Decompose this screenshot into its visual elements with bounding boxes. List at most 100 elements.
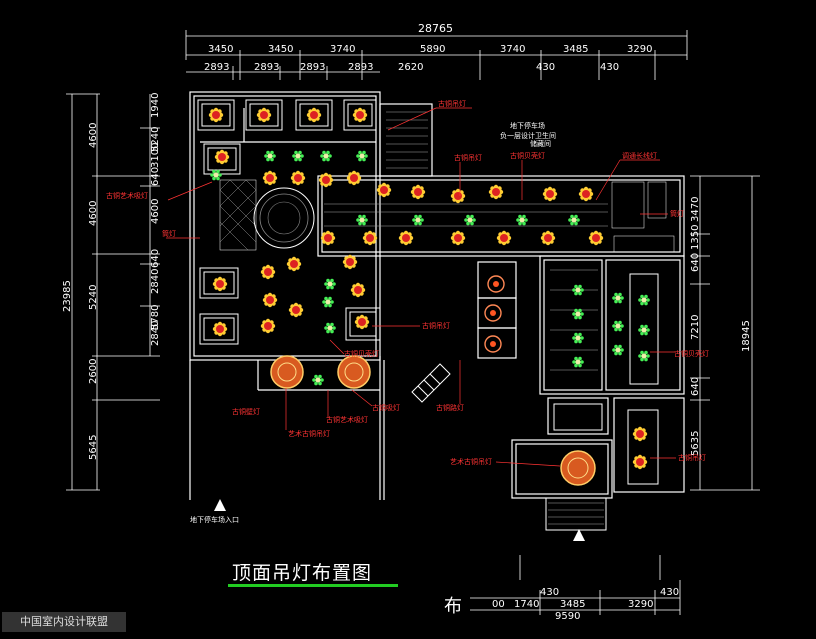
chandelier-icon [346,170,362,186]
dim-left2-value: 4600 [150,199,161,224]
dim-right-value: 7210 [690,315,701,340]
chandelier-icon [450,188,466,204]
label-gutong-diaodeng-2: 古铜吊灯 [454,153,482,162]
fan-lamp-icons [484,275,505,353]
chandelier-icon [212,276,228,292]
label-gutong-diaodeng-4: 古铜吊灯 [678,453,706,462]
label-gutong-yishu-2: 古铜艺术吸灯 [326,415,368,424]
dim-left-value: 4600 [88,123,99,148]
note-restroom: 负一层设计卫生间 [500,131,556,140]
chandelier-icon [286,256,302,272]
dim-top2-value: 2893 [204,62,229,73]
chandelier-icon [290,170,306,186]
building-walls [189,91,685,500]
right-dimension-lines [690,175,760,491]
green-lamp-icon [324,278,336,290]
dim-overall-top: 28765 [418,22,453,35]
green-lamp-icon [464,214,476,226]
dim-left2-value: 5780 [150,305,161,330]
green-lamp-icon [264,150,276,162]
green-lamp-icon [516,214,528,226]
dim-left-value: 2600 [88,359,99,384]
chandelier-icon [350,282,366,298]
chandelier-icon [306,107,322,123]
green-lamp-icon [210,169,222,181]
chandelier-icon [256,107,272,123]
dim-left2-value: 2840 [150,321,161,346]
green-lamp-icon [638,294,650,306]
leader-lines [166,107,676,467]
bottom-dimension-lines [470,555,681,615]
chandelier-icon [208,107,224,123]
chandelier-icon [320,230,336,246]
chandelier-icon [362,230,378,246]
dim-left2-value: 1940 [150,93,161,118]
dim-left-overall: 23985 [62,280,73,312]
label-gutong-beike: 古铜贝壳灯 [510,151,545,160]
watermark-badge: 中国室内设计联盟 [2,612,126,632]
dim-top-value: 3450 [268,44,293,55]
green-lamp-icon [324,322,336,334]
chandelier-icon [260,264,276,280]
dim-bottom-value: 00 [492,599,505,610]
corridor-panels [324,181,675,253]
dim-left2-value: 2840 [150,269,161,294]
lower-stair [411,363,451,403]
label-gutong-ludeng: 古铜路灯 [436,403,464,412]
green-lamp-icon [572,284,584,296]
green-lamp-icon [572,356,584,368]
dim-right-value: 640 [690,253,701,272]
drawing-title: 顶面吊灯布置图 [232,562,373,584]
dim-top-value: 3485 [563,44,588,55]
green-lamp-icon [572,308,584,320]
dim-right-value: 5635 [690,431,701,456]
triangle-marker-icon [573,529,585,541]
dim-right-value: 1350 [690,225,701,250]
green-lamp-icon [638,324,650,336]
dim-bottom-extra: 430 [660,587,679,598]
chandelier-icon [632,454,648,470]
chandelier-icon [212,321,228,337]
green-lamp-icon [320,150,332,162]
green-lamp-icon [638,350,650,362]
dim-left2-value: 640 [150,167,161,186]
diagonal-hatch-panel [219,179,257,251]
green-lamp-icon [322,296,334,308]
green-lamp-icon [612,320,624,332]
chandelier-icon [260,318,276,334]
dim-left-value: 4600 [88,201,99,226]
chandelier-icon [632,426,648,442]
note-storage: 储藏间 [530,139,551,148]
label-jiangdeng-2: 筒灯 [670,209,684,218]
green-lamp-icon [356,150,368,162]
chandelier-icon [542,186,558,202]
chandelier-icon [376,182,392,198]
dim-bottom-value: 3290 [628,599,653,610]
dome-ceiling [253,187,315,249]
dim-right-value: 640 [690,377,701,396]
dim-top-value: 3290 [627,44,652,55]
label-gutong-yishu: 古铜艺术吸灯 [106,191,148,200]
chandelier-icon [450,230,466,246]
chandelier-icon [578,186,594,202]
chandelier-icon [496,230,512,246]
green-lamp-icon [412,214,424,226]
label-gutong-diaodeng-3: 古铜吊灯 [422,321,450,330]
note-parking-entrance: 地下停车场入口 [190,515,239,524]
label-gutong-xideng: 古铜吸灯 [372,403,400,412]
green-lamp-icon [612,344,624,356]
label-yishu-gutong-2: 艺术古铜吊灯 [450,457,492,466]
green-lamp-icon [356,214,368,226]
dim-top2-value: 430 [600,62,619,73]
chandelier-icon [540,230,556,246]
chandelier-icon [398,230,414,246]
note-parking: 地下停车场 [510,121,545,130]
chandelier-icon [410,184,426,200]
green-lamp-icon [572,332,584,344]
label-jiangdeng: 筒灯 [162,229,176,238]
label-tiaodeng-changxian: 调通长线灯 [622,151,657,160]
